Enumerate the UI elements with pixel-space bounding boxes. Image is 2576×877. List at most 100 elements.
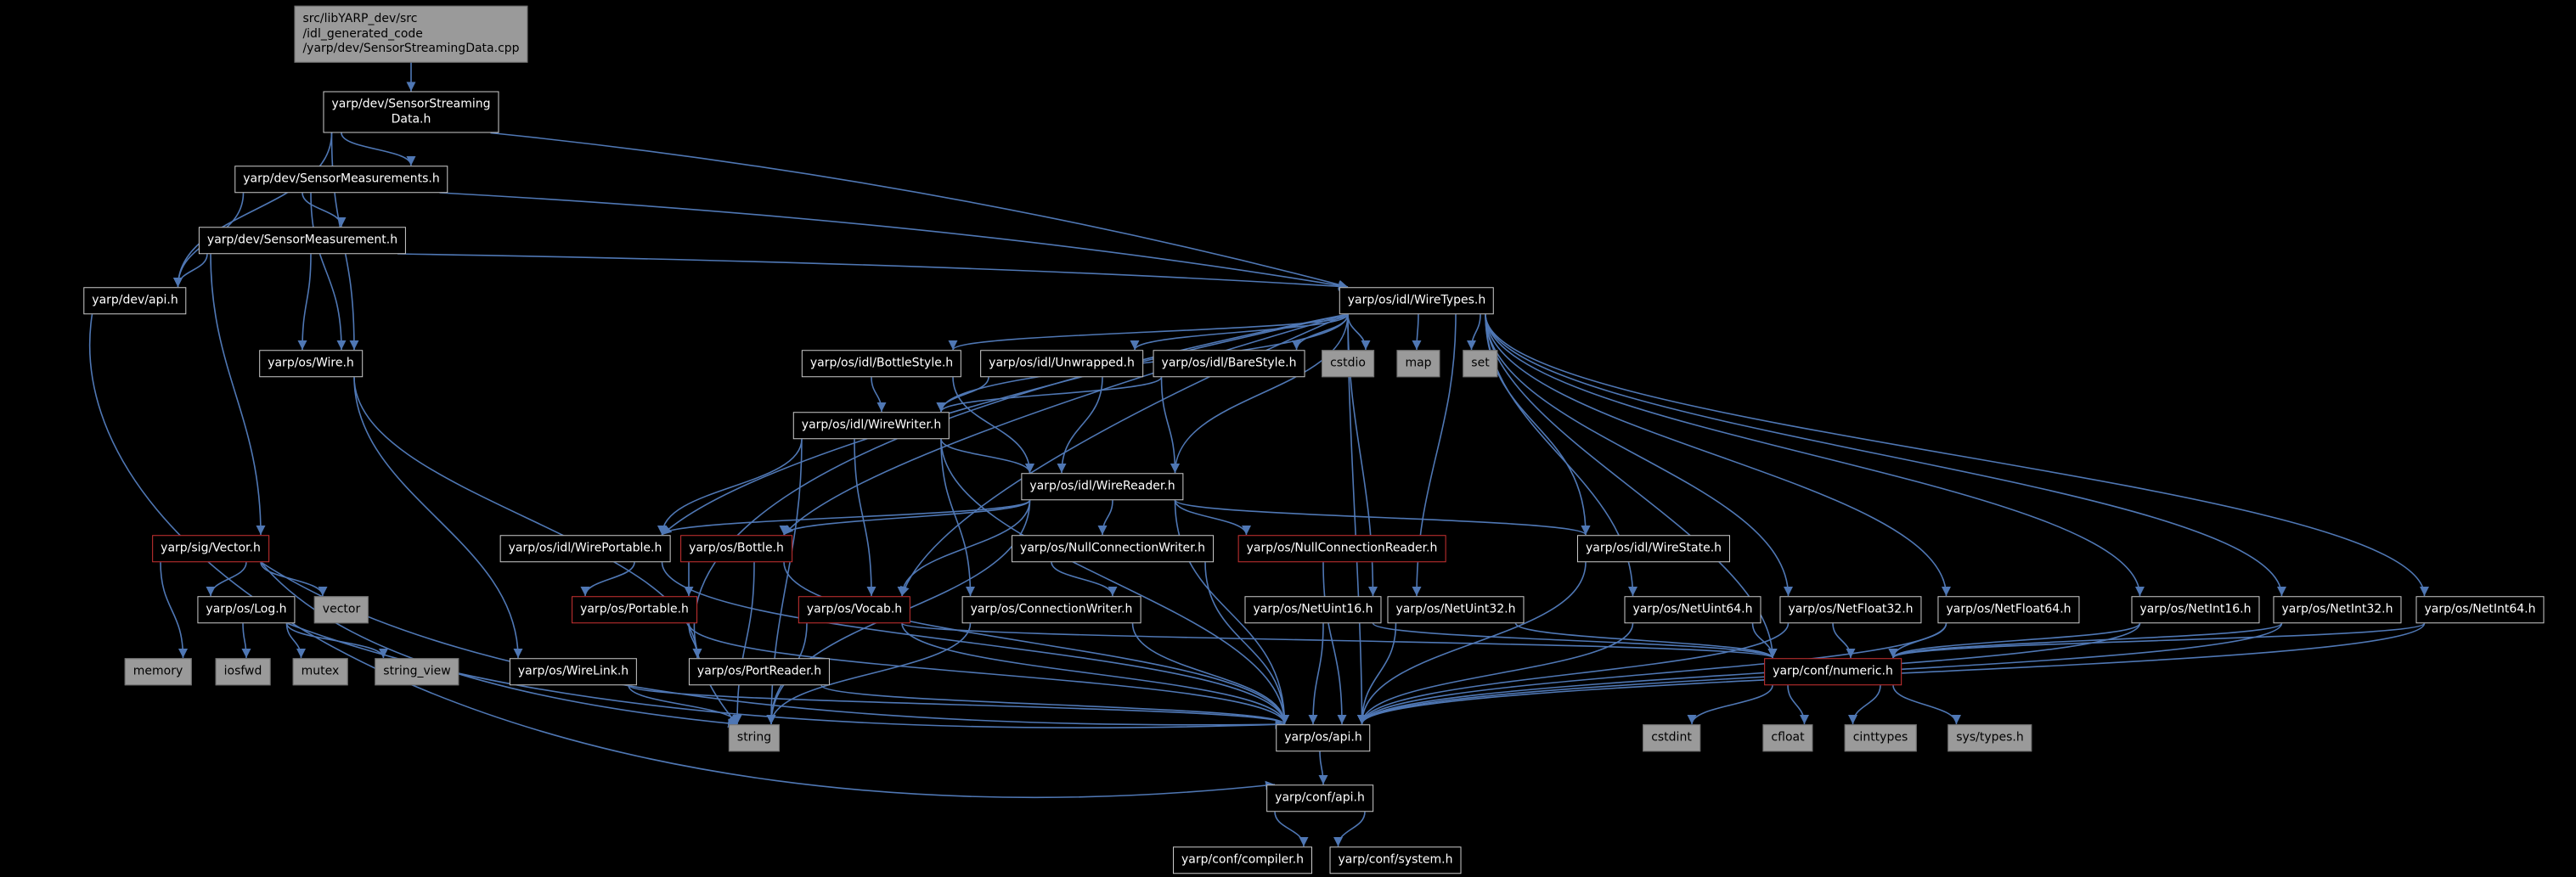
node-netuint32[interactable]: yarp/os/NetUint32.h [1387,596,1525,623]
edge-netuint64-to-os_api [1357,622,1634,725]
node-wirewriter[interactable]: yarp/os/idl/WireWriter.h [792,412,950,439]
edge-wiretypes-to-netint16 [1485,313,2145,597]
node-nullconnreader[interactable]: yarp/os/NullConnectionReader.h [1237,535,1446,562]
edge-wiretypes-to-set [1467,313,1481,351]
edge-conf_api-to-system_h [1333,811,1366,847]
node-wirestate[interactable]: yarp/os/idl/WireState.h [1576,535,1731,562]
edge-nullconnwriter-to-os_api [1204,561,1289,725]
node-iosfwd: iosfwd [215,658,271,685]
node-vocab[interactable]: yarp/os/Vocab.h [798,596,911,623]
node-wirelink[interactable]: yarp/os/WireLink.h [509,658,638,685]
node-string: string [728,724,781,751]
edge-wiretypes-to-netint32 [1485,313,2286,597]
node-sensor_measurements_h[interactable]: yarp/dev/SensorMeasurements.h [234,166,448,193]
edge-sensor_measurement_h-to-wiretypes [397,253,1349,291]
node-netfloat32[interactable]: yarp/os/NetFloat32.h [1779,596,1922,623]
edge-sensor_measurement_h-to-dev_api [173,253,208,288]
edge-numeric-to-cstdint [1687,684,1773,725]
node-sensor_streaming_data_h[interactable]: yarp/dev/SensorStreaming Data.h [323,91,499,133]
node-cfloat: cfloat [1762,724,1813,751]
edge-numeric-to-cinttypes [1848,684,1881,725]
edge-wirereader-to-wireportable [657,499,1031,536]
node-barestyle[interactable]: yarp/os/idl/BareStyle.h [1153,350,1305,377]
edge-wirewriter-to-wirereader [940,438,1034,474]
edge-wiretypes-to-unwrapped [1130,313,1349,351]
node-sig_vector[interactable]: yarp/sig/Vector.h [152,535,269,562]
edge-wirelink-to-string [628,684,742,725]
node-netfloat64[interactable]: yarp/os/NetFloat64.h [1937,596,2080,623]
edge-unwrapped-to-wirereader [1057,376,1103,474]
edge-netuint16-to-os_api [1308,622,1324,725]
node-nullconnwriter[interactable]: yarp/os/NullConnectionWriter.h [1012,535,1214,562]
edge-wireportable-to-os_api [661,561,1289,725]
node-netint32[interactable]: yarp/os/NetInt32.h [2273,596,2402,623]
edge-wiretypes-to-map [1412,313,1422,351]
edge-numeric-to-sys_types [1892,684,1961,725]
node-sensor_measurement_h[interactable]: yarp/dev/SensorMeasurement.h [198,227,407,254]
node-conf_api[interactable]: yarp/conf/api.h [1266,784,1373,812]
node-vector: vector [313,596,369,623]
edge-wirewriter-to-connwriter [940,438,975,597]
edge-sig_vector-to-memory [160,561,188,659]
edge-bottlestyle-to-wirereader [952,376,1034,474]
node-netint16[interactable]: yarp/os/NetInt16.h [2131,596,2260,623]
node-string_view: string_view [375,658,459,685]
node-netuint16[interactable]: yarp/os/NetUint16.h [1244,596,1382,623]
node-wirereader[interactable]: yarp/os/idl/WireReader.h [1021,473,1184,500]
edge-netfloat64-to-os_api [1357,622,1948,725]
node-compiler[interactable]: yarp/conf/compiler.h [1173,846,1312,874]
edge-netfloat32-to-os_api [1357,622,1790,725]
edge-netint32-to-numeric [1888,622,2283,659]
node-numeric[interactable]: yarp/conf/numeric.h [1764,658,1902,685]
node-wire[interactable]: yarp/os/Wire.h [259,350,363,377]
edge-wirewriter-to-wireportable [657,438,803,536]
node-portable[interactable]: yarp/os/Portable.h [572,596,697,623]
edge-numeric-to-cfloat [1787,684,1809,725]
edge-portreader-to-os_api [820,684,1289,725]
node-cinttypes: cinttypes [1844,724,1917,751]
node-unwrapped[interactable]: yarp/os/idl/Unwrapped.h [980,350,1143,377]
node-netint64[interactable]: yarp/os/NetInt64.h [2415,596,2545,623]
edge-netuint32-to-os_api [1357,622,1397,725]
node-netuint64[interactable]: yarp/os/NetUint64.h [1624,596,1761,623]
edge-sensor_measurement_h-to-wire [297,253,312,351]
edge-sensor_measurements_h-to-sensor_measurement_h [302,192,347,228]
node-bottlestyle[interactable]: yarp/os/idl/BottleStyle.h [801,350,962,377]
edge-wirereader-to-nullconnreader [1174,499,1251,536]
edge-sig_vector-to-vector [260,561,328,597]
node-mutex: mutex [292,658,348,685]
node-os_api[interactable]: yarp/os/api.h [1276,724,1371,751]
edge-sensor_streaming_data_h-to-dev_api [173,132,333,288]
edge-log-to-iosfwd [241,622,251,659]
edge-connwriter-to-os_api [1131,622,1289,725]
edge-portable-to-os_api [688,622,1289,725]
node-log[interactable]: yarp/os/Log.h [197,596,296,623]
edge-wiretypes-to-netfloat64 [1485,313,1951,597]
edge-bottlestyle-to-wirewriter [871,376,887,413]
edge-nullconnwriter-to-connwriter [1051,561,1118,597]
node-connwriter[interactable]: yarp/os/ConnectionWriter.h [961,596,1141,623]
edge-sensor_measurement_h-to-sig_vector [210,253,266,536]
edge-bottle-to-string [732,561,755,725]
edge-wireportable-to-portable [580,561,635,597]
edge-wirereader-to-vocab [897,499,1031,597]
edge-connwriter-to-string [766,622,972,725]
edge-wiretypes-to-netfloat32 [1485,313,1793,597]
edge-wiretypes-to-wirewriter [936,313,1349,413]
edge-netint64-to-numeric [1888,622,2426,659]
node-portreader[interactable]: yarp/os/PortReader.h [688,658,831,685]
node-wireportable[interactable]: yarp/os/idl/WirePortable.h [499,535,671,562]
edge-barestyle-to-wirereader [1160,376,1180,474]
edge-vocab-to-numeric [901,622,1777,659]
edge-netint16-to-numeric [1888,622,2141,659]
edge-wire-to-wirelink [353,376,523,659]
node-memory: memory [124,658,192,685]
edge-log-to-mutex [285,622,306,659]
node-wiretypes[interactable]: yarp/os/idl/WireTypes.h [1339,287,1495,314]
node-dev_api[interactable]: yarp/dev/api.h [83,287,187,314]
node-bottle[interactable]: yarp/os/Bottle.h [680,535,792,562]
edge-log-to-os_api [286,622,1285,729]
edge-sensor_measurements_h-to-wiretypes [439,192,1349,290]
node-system_h[interactable]: yarp/conf/system.h [1329,846,1462,874]
